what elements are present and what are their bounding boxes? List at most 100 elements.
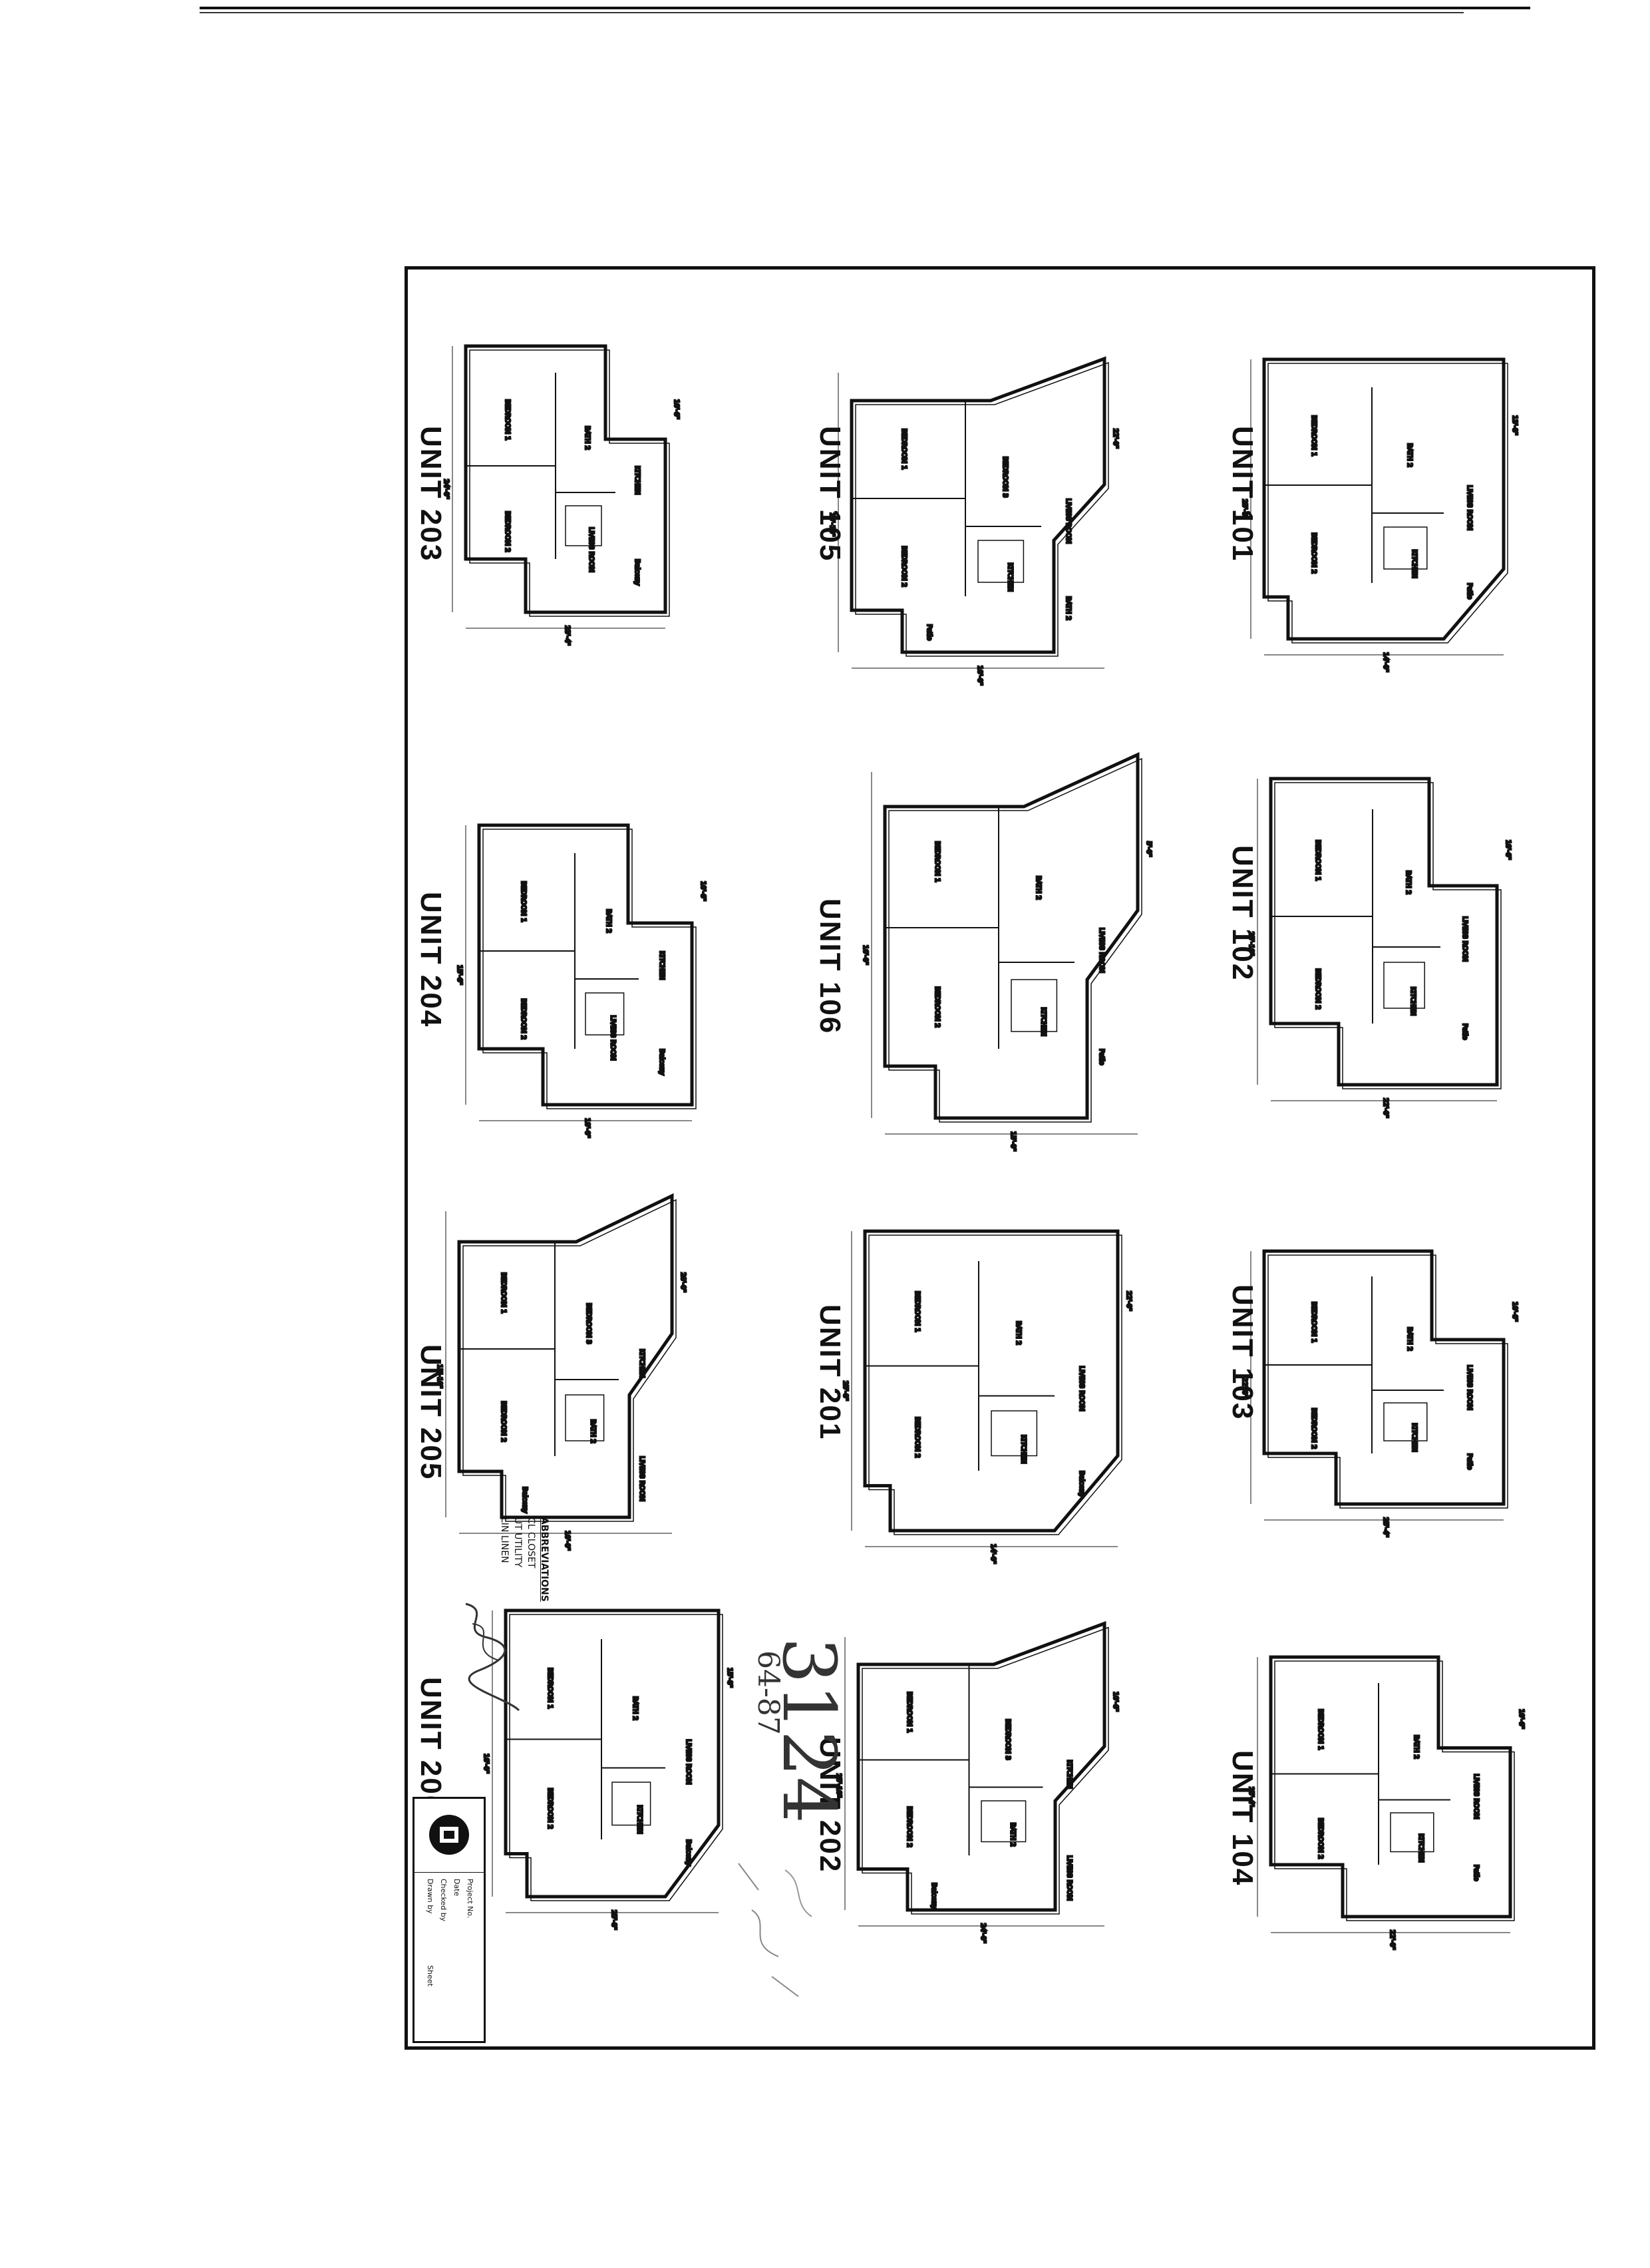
room-label: Balcony	[1078, 1471, 1085, 1497]
room-label: BEDROOM 1	[906, 1692, 913, 1733]
wall-inner-line	[1267, 363, 1508, 644]
room-label: KITCHEN	[638, 1349, 645, 1378]
wall-inner-line	[855, 361, 1109, 657]
bath-fixture	[565, 505, 602, 546]
abbreviation-item: LIN LINEN	[499, 1517, 510, 1563]
bath-fixture	[1390, 1812, 1434, 1853]
room-label: BEDROOM 2	[933, 986, 941, 1028]
room-label: KITCHEN	[1007, 563, 1014, 592]
dimension-label: 10'-6"	[699, 881, 707, 901]
dimension-label: 15'-8"	[726, 1668, 733, 1688]
room-label: KITCHEN	[635, 1805, 643, 1833]
room-label: BEDROOM 2	[546, 1788, 554, 1829]
dimension-label: 18'-0"	[583, 1118, 591, 1138]
unit-label-102: UNIT 102	[1226, 845, 1259, 982]
room-label: BEDROOM 1	[913, 1291, 921, 1332]
room-label: KITCHEN	[1409, 987, 1416, 1016]
dimension-label: 10'-0"	[976, 665, 983, 685]
room-label: BEDROOM 2	[1317, 1818, 1324, 1859]
unit-label-204: UNIT 204	[414, 892, 447, 1028]
room-label: BEDROOM 2	[900, 546, 908, 587]
wall-inner-line	[509, 1614, 723, 1901]
room-label: BATH 2	[1406, 1327, 1413, 1351]
room-label: BATH 2	[1009, 1823, 1016, 1847]
scan-edge-line	[200, 12, 1464, 13]
dimension-label: 5'-0"	[1145, 841, 1152, 857]
exterior-wall	[850, 356, 1106, 654]
wall-inner-line	[1274, 782, 1502, 1089]
unit-label-205: UNIT 205	[414, 1344, 447, 1481]
title-block-line: Drawn by	[426, 1879, 434, 1914]
room-label: BEDROOM 2	[1310, 532, 1317, 574]
wall-inner-line	[469, 349, 670, 617]
dimension-label: 24'-0"	[442, 479, 450, 499]
room-label: LIVING ROOM	[1065, 498, 1072, 544]
exterior-wall	[883, 752, 1140, 1120]
room-label: LIVING ROOM	[685, 1740, 692, 1785]
exterior-wall	[1262, 1249, 1506, 1506]
room-label: BEDROOM 1	[546, 1668, 554, 1709]
room-label: Patio	[1466, 1453, 1473, 1470]
room-label: BEDROOM 2	[1310, 1408, 1317, 1449]
wall-inner-line	[462, 1199, 677, 1522]
room-label: LIVING ROOM	[1472, 1774, 1480, 1819]
dimension-label: 10'-6"	[1518, 1709, 1525, 1729]
room-label: BEDROOM 1	[1310, 415, 1317, 457]
room-label: LIVING ROOM	[609, 1016, 616, 1061]
room-label: BEDROOM 1	[1310, 1302, 1317, 1343]
room-label: BEDROOM 3	[585, 1303, 592, 1344]
wall-inner-line	[482, 829, 697, 1109]
dimension-label: 15'-10"	[828, 512, 836, 536]
dimension-label: 25'-10"	[1247, 932, 1255, 956]
firm-logo-icon	[429, 1815, 469, 1855]
dimension-label: 22'-0"	[1382, 1098, 1389, 1118]
exterior-wall	[457, 1193, 674, 1519]
dimension-label: 16'-0"	[482, 1754, 490, 1774]
dimension-label: 15'-0"	[1009, 1131, 1017, 1151]
room-label: KITCHEN	[1410, 550, 1418, 578]
handwritten-sub-number: 64-87	[751, 1650, 785, 1735]
room-label: BATH 2	[605, 909, 612, 933]
dimension-label: 15'-10"	[436, 1364, 443, 1388]
room-label: BEDROOM 2	[906, 1806, 913, 1847]
room-label: LIVING ROOM	[1066, 1855, 1073, 1901]
room-label: BATH 2	[583, 426, 591, 450]
room-label: BEDROOM 2	[1314, 968, 1321, 1010]
dimension-label: 24'-0"	[979, 1923, 987, 1943]
room-label: Balcony	[685, 1839, 692, 1866]
abbreviation-item: CL CLOSET	[526, 1517, 536, 1569]
wall-inner-line	[868, 1234, 1122, 1535]
unit-label-101: UNIT 101	[1226, 426, 1259, 562]
bath-fixture	[1383, 1402, 1428, 1441]
wall-inner-line	[888, 757, 1142, 1123]
unit-label-203: UNIT 203	[414, 426, 447, 562]
unit-label-103: UNIT 103	[1226, 1284, 1259, 1421]
exterior-wall	[856, 1620, 1106, 1912]
room-label: LIVING ROOM	[1461, 916, 1468, 962]
title-block-line: Date	[452, 1879, 461, 1897]
room-label: BATH 2	[1065, 596, 1072, 620]
room-label: Balcony	[930, 1883, 937, 1909]
room-label: LIVING ROOM	[587, 527, 595, 572]
wall-inner-line	[862, 1626, 1109, 1915]
title-block-line: Sheet	[426, 1965, 434, 1986]
bath-fixture	[1383, 526, 1428, 570]
bath-fixture	[1383, 962, 1425, 1009]
room-label: BEDROOM 1	[520, 881, 527, 922]
dimension-label: 16'-0"	[862, 945, 869, 965]
room-label: LIVING ROOM	[1466, 485, 1473, 530]
exterior-wall	[1269, 1655, 1512, 1919]
bath-fixture	[1011, 979, 1058, 1032]
dimension-label: 25'-10"	[835, 1774, 842, 1797]
exterior-wall	[1269, 777, 1499, 1087]
room-label: BEDROOM 1	[933, 841, 941, 882]
room-label: BATH 2	[589, 1419, 596, 1443]
